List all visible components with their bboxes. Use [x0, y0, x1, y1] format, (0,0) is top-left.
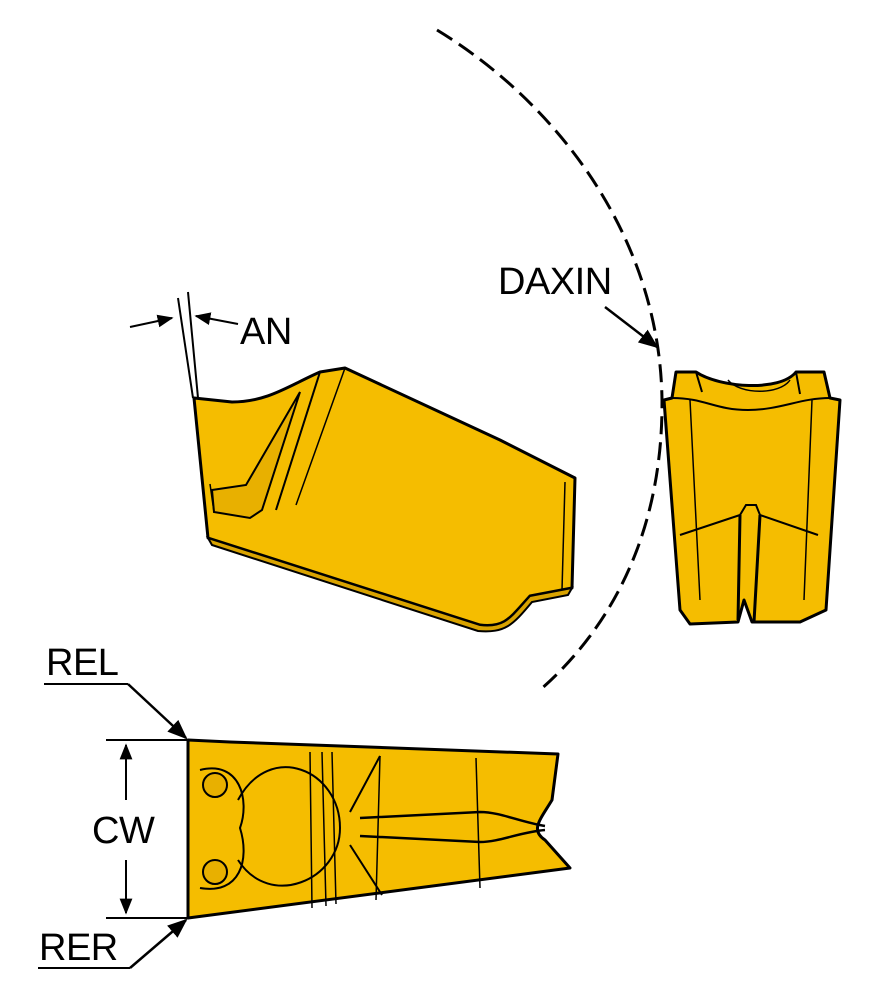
rel-label: REL	[46, 642, 119, 684]
side-view	[192, 366, 577, 633]
daxin-arc	[436, 28, 664, 692]
cw-dimension	[106, 739, 190, 919]
rer-leader	[38, 918, 188, 969]
top-view	[186, 738, 572, 920]
an-label: AN	[240, 311, 292, 353]
rer-label: RER	[39, 927, 118, 969]
end-view	[662, 370, 842, 626]
daxin-label: DAXIN	[498, 261, 612, 303]
rel-leader	[44, 683, 188, 740]
daxin-leader	[604, 306, 659, 349]
cw-label: CW	[92, 810, 155, 852]
an-dimension	[129, 291, 239, 399]
